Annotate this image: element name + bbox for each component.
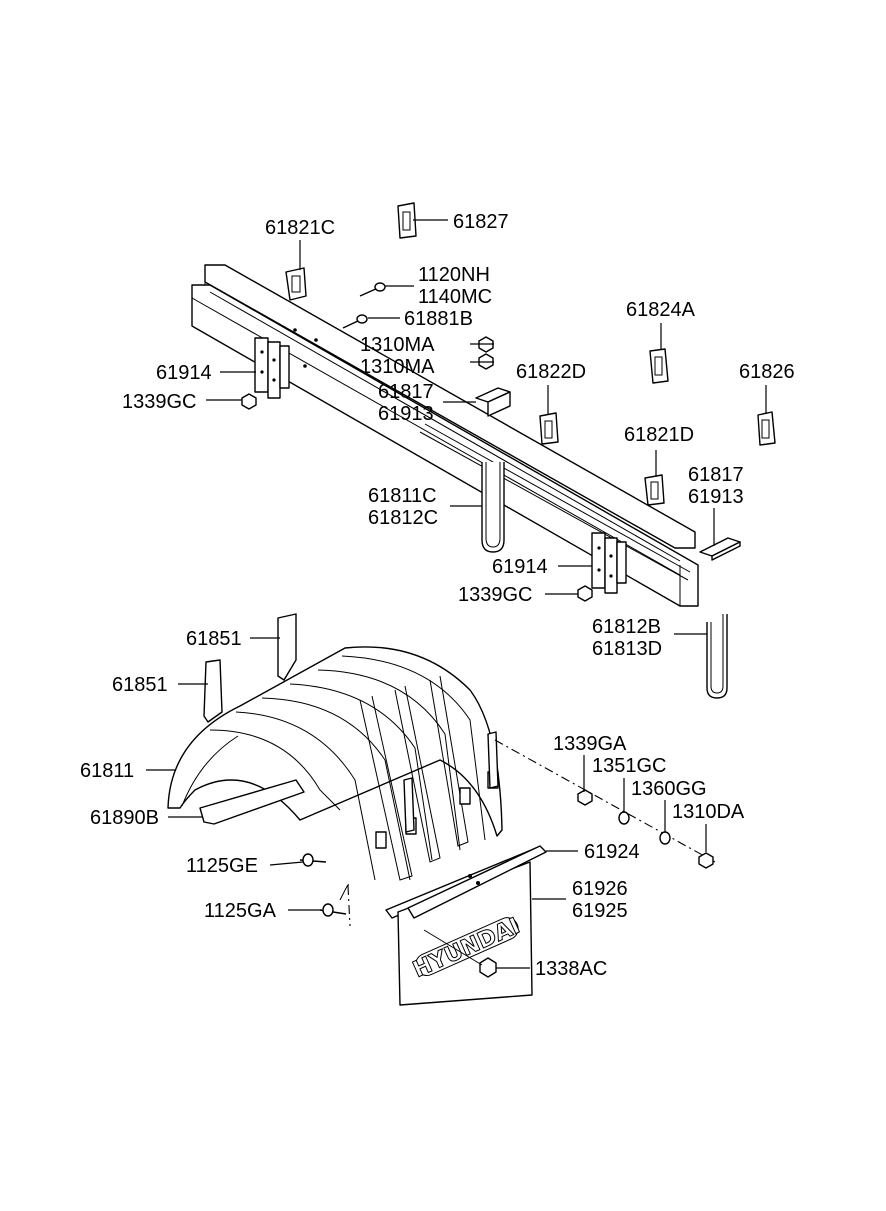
label-61851-left: 61851 [112, 674, 168, 696]
bolt-1120NH [359, 282, 386, 297]
label-61914-left: 61914 [156, 362, 212, 384]
bracket-61914-right [591, 532, 627, 594]
label-1140MC: 1140MC [418, 286, 492, 308]
label-61812B: 61812B [592, 616, 661, 638]
label-1310MA-a: 1310MA [360, 334, 435, 356]
bolt-1125GE [299, 853, 327, 867]
label-61817-mid: 61817 [378, 381, 434, 403]
u-bolt-61812B [706, 614, 728, 699]
label-61824A: 61824A [626, 299, 696, 321]
label-61822D: 61822D [516, 361, 586, 383]
label-1310DA: 1310DA [672, 801, 745, 823]
label-61812C: 61812C [368, 507, 438, 529]
label-61926: 61926 [572, 878, 628, 900]
label-1339GC-left: 1339GC [122, 391, 197, 413]
label-61821C-top: 61821C [265, 217, 335, 239]
label-61811: 61811 [80, 760, 134, 782]
label-61821D: 61821D [624, 424, 694, 446]
leader-lines [146, 219, 767, 969]
label-1310MA-b: 1310MA [360, 356, 435, 378]
label-61925: 61925 [572, 900, 628, 922]
nut-1338AC [423, 929, 497, 978]
bracket-61817-right [699, 537, 741, 561]
label-61851-top: 61851 [186, 628, 242, 650]
label-61890B: 61890B [90, 807, 159, 829]
label-1125GA: 1125GA [204, 900, 277, 922]
label-61827: 61827 [453, 211, 509, 233]
label-61913-mid: 61913 [378, 403, 434, 425]
label-1360GG: 1360GG [631, 778, 707, 800]
nut-1339GC-right [577, 585, 593, 602]
nut-1339GC-left [241, 393, 257, 410]
clip-61821D [644, 474, 665, 506]
label-61826: 61826 [739, 361, 795, 383]
clip-61824A [649, 348, 669, 384]
label-61881B: 61881B [404, 308, 473, 330]
cross-member-assembly [191, 264, 699, 607]
label-61817-right: 61817 [688, 464, 744, 486]
label-1338AC: 1338AC [535, 958, 607, 980]
label-61924: 61924 [584, 841, 640, 863]
fastener-chain [494, 739, 716, 869]
mud-flap-61926: HYUNDAI [397, 845, 547, 1006]
label-61811C: 61811C [368, 485, 437, 507]
part-labels: 61821C 61827 1120NH 1140MC 61881B 61824A… [80, 211, 795, 980]
clip-61822D [539, 412, 559, 445]
label-1339GA: 1339GA [553, 733, 627, 755]
bracket-61914-left [254, 337, 290, 399]
clip-61821C [285, 267, 307, 301]
label-61913-right: 61913 [688, 486, 744, 508]
label-1120NH: 1120NH [418, 264, 490, 286]
bracket-61817-mid [475, 387, 511, 417]
label-61813D: 61813D [592, 638, 662, 660]
label-61914-right: 61914 [492, 556, 548, 578]
u-bolt-61811C [481, 462, 505, 553]
bolt-61881B [342, 314, 368, 329]
clip-61827 [397, 202, 417, 239]
label-1339GC-right: 1339GC [458, 584, 533, 606]
label-1351GC: 1351GC [592, 755, 667, 777]
label-1125GE: 1125GE [186, 855, 258, 877]
clip-61826 [757, 411, 776, 446]
bolt-1125GA [319, 903, 347, 917]
